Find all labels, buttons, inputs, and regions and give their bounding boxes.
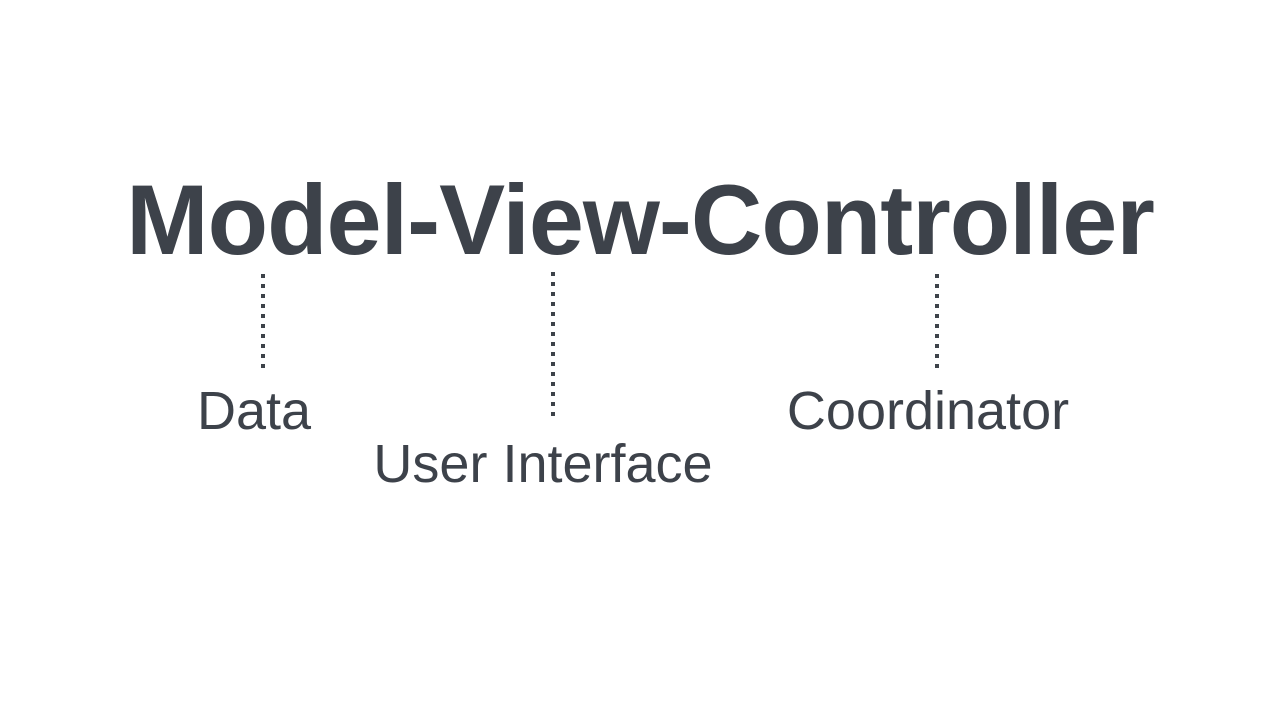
model-connector-dotted-line [261, 274, 265, 370]
view-connector-dotted-line [551, 272, 555, 419]
controller-connector-dotted-line [935, 274, 939, 370]
controller-annotation-label: Coordinator [786, 381, 1070, 441]
page-title: Model-View-Controller [126, 164, 1155, 275]
view-annotation-label: User Interface [373, 434, 713, 494]
model-annotation-label: Data [196, 381, 312, 441]
